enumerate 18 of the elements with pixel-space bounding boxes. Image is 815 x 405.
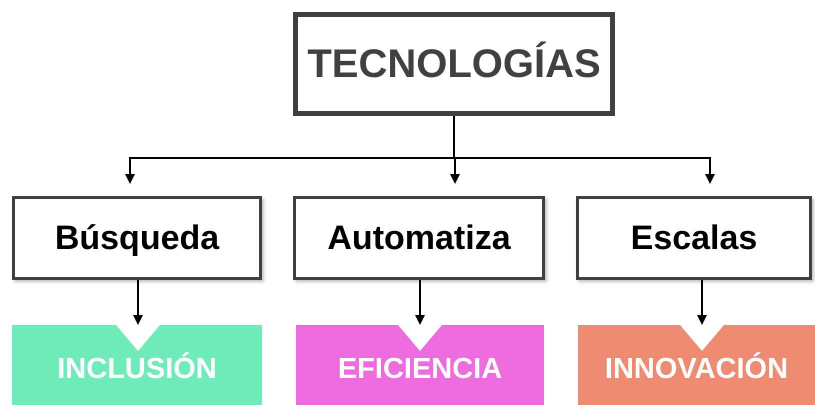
- process-box: [12, 196, 262, 280]
- banner-label: INNOVACIÓN: [604, 351, 788, 388]
- arrow: [415, 280, 425, 325]
- arrow: [453, 116, 715, 184]
- result-banner: [578, 325, 815, 405]
- banner-label: EFICIENCIA: [338, 352, 502, 388]
- title-box: [293, 12, 615, 116]
- box-label: Búsqueda: [54, 218, 220, 258]
- box-label: Automatiza: [327, 218, 511, 258]
- arrow: [133, 280, 143, 325]
- title-text: TECNOLOGÍAS: [307, 40, 601, 88]
- banner-label: INCLUSIÓN: [57, 351, 217, 388]
- process-box: [293, 196, 545, 280]
- result-banner: [296, 325, 544, 405]
- box-label: Escalas: [630, 218, 758, 258]
- arrow: [697, 280, 707, 325]
- result-banner: [12, 325, 262, 405]
- process-box: [576, 196, 812, 280]
